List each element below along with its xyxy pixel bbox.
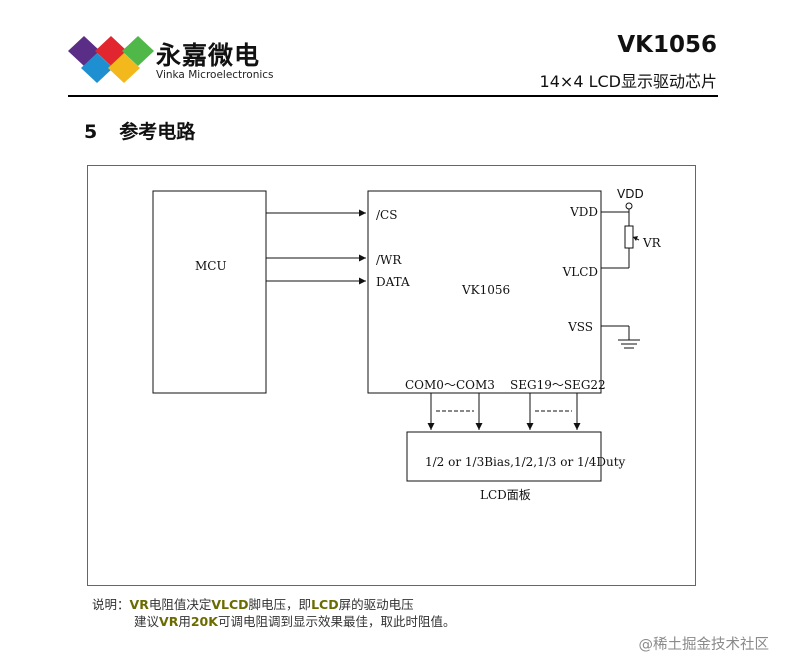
resistor-vr-label: VR (642, 236, 662, 250)
supply-vdd-label: VDD (617, 187, 644, 201)
note-lcd: LCD (311, 597, 339, 612)
lcd-panel-block (406, 431, 602, 482)
pin-vdd-label: VDD (569, 205, 598, 219)
note-text: 建议 (134, 614, 160, 629)
section-title: 参考电路 (119, 121, 196, 143)
brand-name-cn: 永嘉微电 (156, 41, 261, 70)
pin-vlcd-label: VLCD (562, 265, 598, 279)
com-bus-label: COM0～COM3 (405, 378, 495, 392)
note-vr: VR (129, 597, 149, 612)
brand-name-en: Vinka Microelectronics (156, 69, 274, 81)
document-title: VK1056 (617, 32, 717, 58)
note-vlcd: VLCD (211, 597, 249, 612)
pin-vss-label: VSS (567, 320, 593, 334)
chip-label: VK1056 (461, 283, 510, 297)
logo-diamond-blue (81, 53, 113, 83)
vr-wiper-arrow (633, 236, 638, 241)
pin-data-label: DATA (376, 275, 410, 289)
pin-cs-label: /CS (376, 208, 397, 222)
note-text: 可调电阻调到显示效果最佳，取此时阻值。 (217, 614, 456, 629)
note-text: 电阻值决定 (148, 597, 212, 612)
mcu-label: MCU (195, 259, 227, 273)
figure-frame (87, 165, 696, 586)
logo-diamond-yellow (108, 53, 140, 83)
logo-diamond-green (122, 36, 154, 66)
document-subtitle: 14×4 LCD显示驱动芯片 (539, 72, 717, 91)
vr-resistor (624, 225, 634, 249)
note-prefix: 说明： (92, 597, 130, 612)
pin-wr-label: /WR (376, 253, 402, 267)
note-vr: VR (159, 614, 179, 629)
note-text: 脚电压，即 (248, 597, 312, 612)
note-20k: 20K (190, 614, 218, 629)
chip-block (367, 190, 602, 394)
section-heading: 5 参考电路 (84, 117, 195, 144)
mcu-block (152, 190, 267, 394)
note-text: 屏的驱动电压 (338, 597, 414, 612)
note-block: 说明：VR电阻值决定VLCD脚电压，即LCD屏的驱动电压 建议VR用20K可调电… (92, 596, 455, 630)
note-text: 用 (178, 614, 191, 629)
note-line-2: 建议VR用20K可调电阻调到显示效果最佳，取此时阻值。 (92, 613, 455, 630)
header-divider (68, 95, 718, 97)
vdd-terminal (625, 202, 633, 210)
lcd-description: 1/2 or 1/3Bias,1/2,1/3 or 1/4Duty (425, 455, 626, 469)
lcd-caption: LCD面板 (480, 488, 531, 502)
seg-bus-label: SEG19～SEG22 (510, 378, 606, 392)
watermark: @稀土掘金技术社区 (638, 637, 770, 653)
section-number: 5 (84, 121, 98, 143)
company-logo (68, 36, 154, 83)
